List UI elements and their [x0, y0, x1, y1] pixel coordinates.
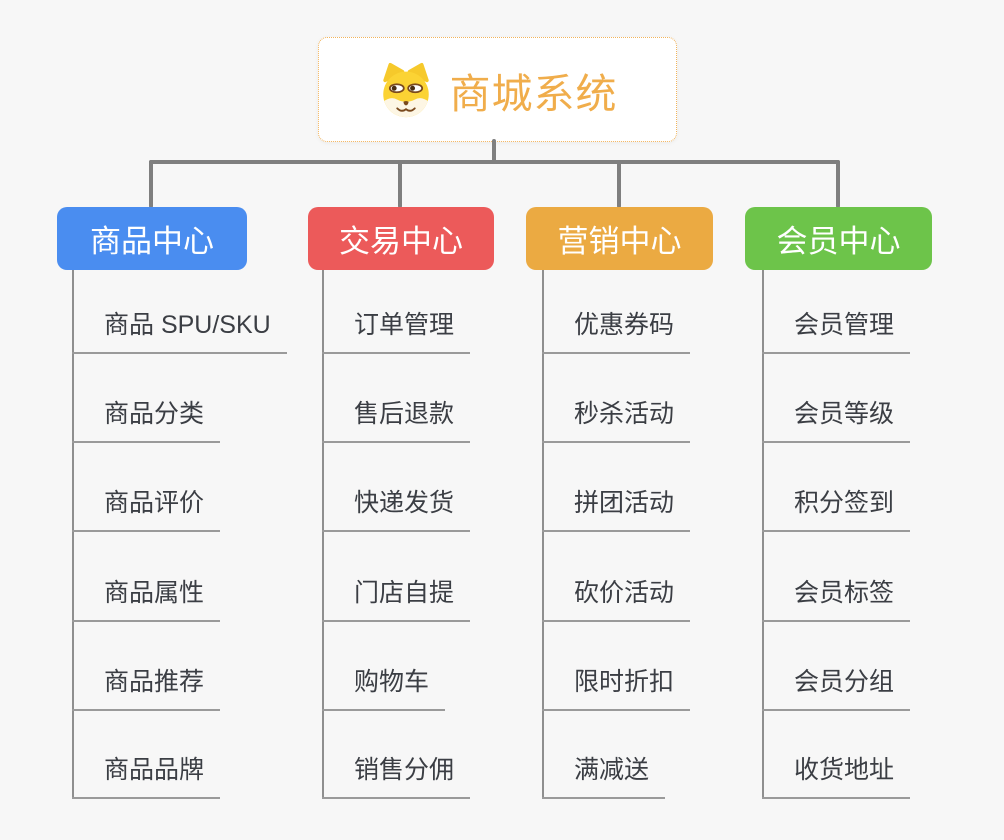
child-node[interactable]: 商品属性	[72, 576, 221, 622]
child-node[interactable]: 积分签到	[762, 486, 911, 532]
root-node-label: 商城系统	[449, 70, 618, 117]
child-node[interactable]: 商品分类	[72, 397, 221, 443]
connector-line	[149, 160, 153, 208]
root-node[interactable]: 商城系统	[318, 37, 677, 142]
child-node[interactable]: 购物车	[322, 665, 446, 711]
child-node[interactable]: 门店自提	[322, 576, 471, 622]
child-node[interactable]: 商品 SPU/SKU	[72, 308, 287, 354]
branch-trunk-line	[322, 270, 324, 799]
child-node[interactable]: 会员等级	[762, 397, 911, 443]
branch-node-marketing-center[interactable]: 营销中心	[526, 207, 713, 270]
child-node[interactable]: 拼团活动	[542, 486, 691, 532]
child-node[interactable]: 会员标签	[762, 576, 911, 622]
connector-line	[836, 160, 840, 208]
child-node[interactable]: 销售分佣	[322, 753, 471, 799]
connector-line	[398, 160, 402, 208]
branch-node-product-center[interactable]: 商品中心	[57, 207, 247, 270]
child-node[interactable]: 秒杀活动	[542, 397, 691, 443]
child-node[interactable]: 售后退款	[322, 397, 471, 443]
branch-node-trade-center[interactable]: 交易中心	[308, 207, 494, 270]
connector-line	[617, 160, 621, 208]
child-node[interactable]: 收货地址	[762, 753, 911, 799]
child-node[interactable]: 优惠券码	[542, 308, 691, 354]
child-node[interactable]: 商品推荐	[72, 665, 221, 711]
child-node[interactable]: 会员管理	[762, 308, 911, 354]
branch-trunk-line	[72, 270, 74, 799]
branch-trunk-line	[542, 270, 544, 799]
connector-line	[492, 139, 496, 163]
child-node[interactable]: 订单管理	[322, 308, 471, 354]
branch-trunk-line	[762, 270, 764, 799]
child-node[interactable]: 商品品牌	[72, 753, 221, 799]
child-node[interactable]: 砍价活动	[542, 576, 691, 622]
child-node[interactable]: 满减送	[542, 753, 666, 799]
dog-face-icon	[382, 62, 429, 117]
child-node[interactable]: 快递发货	[322, 486, 471, 532]
child-node[interactable]: 会员分组	[762, 665, 911, 711]
child-node[interactable]: 限时折扣	[542, 665, 691, 711]
branch-node-member-center[interactable]: 会员中心	[745, 207, 932, 270]
connector-line	[149, 160, 840, 164]
child-node[interactable]: 商品评价	[72, 486, 221, 532]
